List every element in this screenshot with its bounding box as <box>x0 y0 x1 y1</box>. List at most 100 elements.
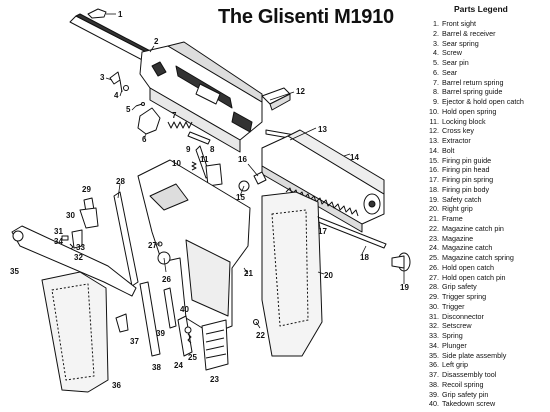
callout-37: 37 <box>130 337 139 346</box>
legend-item-number: 19. <box>429 194 439 204</box>
callout-21: 21 <box>244 269 253 278</box>
legend-item-number: 39. <box>429 389 439 399</box>
legend-item: 28.Grip safety <box>426 282 524 292</box>
legend-item-name: Front sight <box>442 19 476 28</box>
legend-item: 33.Spring <box>426 331 524 341</box>
part-locking-block <box>205 163 223 187</box>
legend-item-number: 30. <box>429 301 439 311</box>
callout-3: 3 <box>100 73 105 82</box>
legend-item-number: 10. <box>429 106 439 116</box>
part-left-grip <box>41 271 109 393</box>
legend-item: 7.Barrel return spring <box>426 78 524 88</box>
legend-item-name: Bolt <box>442 145 455 155</box>
legend-item-number: 6. <box>433 67 439 77</box>
legend-item-name: Takedown screw <box>442 399 496 409</box>
callout-22: 22 <box>256 331 265 340</box>
legend-item-number: 27. <box>429 272 439 282</box>
part-grip-safety <box>113 191 139 287</box>
legend-item-name: Recoil spring <box>442 379 484 389</box>
part-takedown-screw <box>184 326 192 334</box>
legend-item: 11.Locking block <box>426 117 524 127</box>
diagram-title: The Glisenti M1910 <box>218 6 394 28</box>
legend-item-number: 12. <box>429 126 439 136</box>
legend-item-number: 8. <box>433 87 439 97</box>
callout-17: 17 <box>318 227 327 236</box>
legend-item-number: 9. <box>433 97 439 106</box>
legend-item-number: 33. <box>429 331 439 340</box>
legend-item: 29.Trigger spring <box>426 292 524 302</box>
callout-2: 2 <box>154 37 159 46</box>
part-barrel-receiver <box>69 13 263 153</box>
legend-item-name: Magazine <box>442 233 474 243</box>
legend-item-name: Screw <box>442 48 462 58</box>
legend-item-name: Sear spring <box>442 38 479 48</box>
callout-38: 38 <box>152 363 161 372</box>
part-sear-pin <box>135 102 145 107</box>
callout-36: 36 <box>112 381 121 390</box>
legend-item-name: Firing pin body <box>442 184 490 194</box>
part-trigger <box>79 207 99 229</box>
legend-item: 32.Setscrew <box>426 321 524 331</box>
callout-9: 9 <box>186 145 191 154</box>
legend-item-name: Sear pin <box>442 58 469 67</box>
legend-item-number: 25. <box>429 253 439 262</box>
legend-item-name: Firing pin head <box>442 165 490 175</box>
part-right-grip <box>261 191 323 357</box>
callout-10: 10 <box>172 159 181 168</box>
legend-item-name: Grip safety <box>442 282 477 292</box>
callout-7: 7 <box>172 111 177 120</box>
callout-27: 27 <box>148 241 157 250</box>
legend-item: 2.Barrel & receiver <box>426 29 524 39</box>
legend-item-number: 34. <box>429 340 439 350</box>
legend-item-number: 26. <box>429 262 439 272</box>
exploded-view-drawing: 1234567891011121314151617181920212223242… <box>10 8 411 393</box>
legend-item: 8.Barrel spring guide <box>426 87 524 97</box>
legend-item-number: 7. <box>433 77 439 87</box>
legend-item: 6.Sear <box>426 68 524 78</box>
callout-32: 32 <box>74 253 83 262</box>
callout-11: 11 <box>200 155 209 164</box>
legend-item-number: 38. <box>429 379 439 389</box>
legend-item-name: Safety catch <box>442 194 482 204</box>
callout-29: 29 <box>82 185 91 194</box>
callout-6: 6 <box>142 135 147 144</box>
callout-39: 39 <box>156 329 165 338</box>
part-barrel-spring-guide <box>187 131 211 145</box>
legend-item-number: 32. <box>429 321 439 331</box>
legend-item: 26.Hold open catch <box>426 263 524 273</box>
legend-item: 25.Magazine catch spring <box>426 253 524 263</box>
legend-item-number: 20. <box>429 204 439 214</box>
legend-item-name: Ejector & hold open catch <box>442 97 524 106</box>
legend-item-number: 2. <box>433 28 439 38</box>
legend-item-name: Firing pin spring <box>442 175 494 184</box>
legend-item-number: 31. <box>429 311 439 321</box>
legend-item: 1.Front sight <box>426 19 524 29</box>
callout-13: 13 <box>318 125 327 134</box>
legend-item-name: Barrel & receiver <box>442 28 496 38</box>
legend-item: 18.Firing pin body <box>426 185 524 195</box>
part-disconnector <box>71 229 83 249</box>
legend-item-number: 5. <box>433 58 439 67</box>
legend-item-name: Trigger <box>442 301 465 311</box>
legend-item-name: Sear <box>442 67 458 77</box>
legend-item-number: 13. <box>429 136 439 145</box>
legend-item-number: 11. <box>429 116 439 126</box>
legend-item-number: 15. <box>429 155 439 165</box>
legend-item-number: 24. <box>429 243 439 253</box>
legend-item: 39.Grip safety pin <box>426 390 524 400</box>
legend-item: 5.Sear pin <box>426 58 524 68</box>
legend-item-name: Side plate assembly <box>442 350 507 360</box>
legend-item: 10.Hold open spring <box>426 107 524 117</box>
legend-item-name: Setscrew <box>442 321 472 331</box>
legend-item-number: 23. <box>429 233 439 243</box>
part-magazine <box>201 319 229 371</box>
legend-item-name: Disconnector <box>442 311 484 321</box>
legend-item-number: 29. <box>429 292 439 301</box>
legend-item-number: 40. <box>429 399 439 409</box>
legend-item: 12.Cross key <box>426 126 524 136</box>
legend-item: 40.Takedown screw <box>426 399 524 409</box>
legend-item: 24.Magazine catch <box>426 243 524 253</box>
legend-item-number: 36. <box>429 360 439 370</box>
